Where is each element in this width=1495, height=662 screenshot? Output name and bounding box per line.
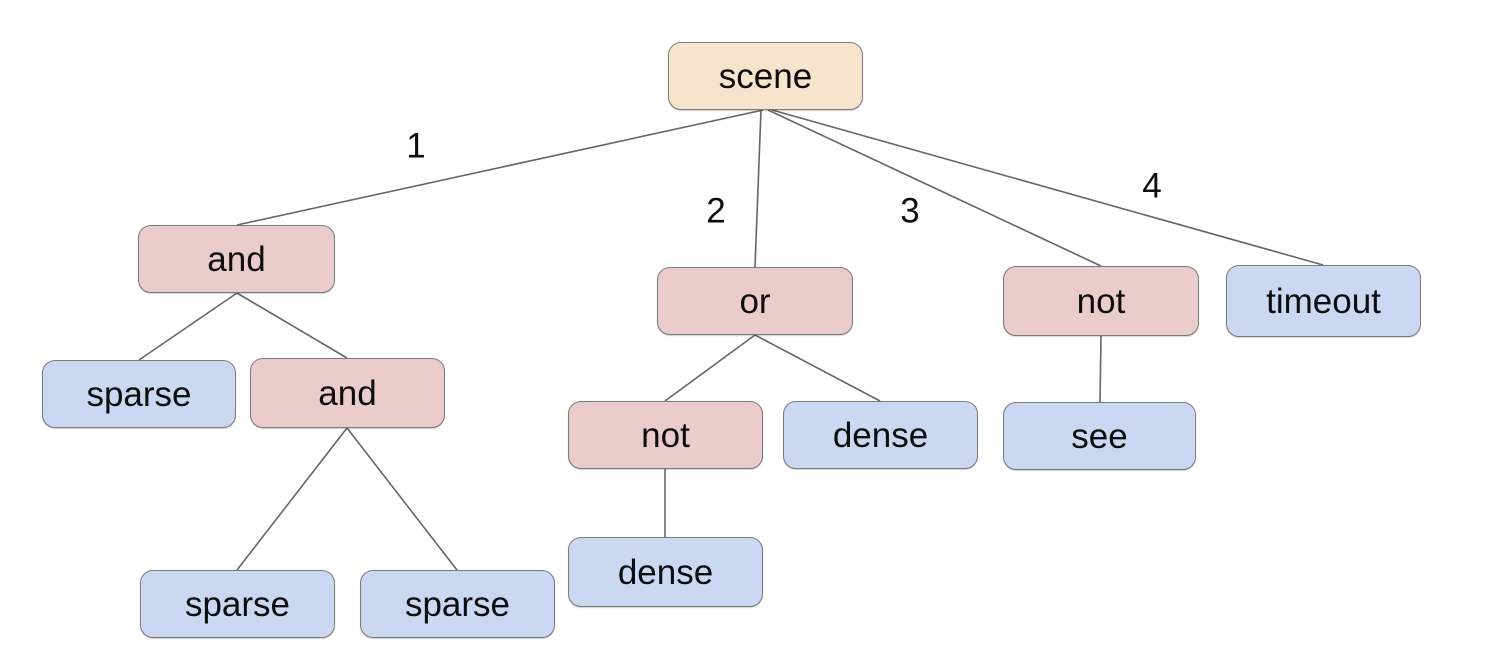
node-dense-2-label: dense bbox=[617, 552, 714, 592]
edge-scene-to-and-1 bbox=[236, 109, 764, 226]
node-timeout-1-label: timeout bbox=[1266, 281, 1381, 321]
node-sparse-1-label: sparse bbox=[86, 374, 192, 414]
node-sparse-3: sparse bbox=[360, 570, 555, 638]
node-scene-label: scene bbox=[718, 56, 813, 96]
edge-or-1-to-dense-1 bbox=[754, 334, 881, 402]
edge-and-2-to-sparse-2 bbox=[236, 427, 348, 571]
node-or-1: or bbox=[657, 267, 853, 335]
node-dense-1: dense bbox=[783, 401, 978, 469]
node-and-2: and bbox=[250, 358, 445, 428]
node-and-1-label: and bbox=[207, 239, 266, 279]
edge-not-1-to-see-1 bbox=[1099, 335, 1102, 403]
node-scene: scene bbox=[668, 42, 863, 110]
edge-label-2: 2 bbox=[706, 191, 726, 231]
node-not-2-label: not bbox=[641, 415, 690, 455]
edge-scene-to-timeout-1 bbox=[771, 109, 1324, 266]
node-sparse-2: sparse bbox=[140, 570, 335, 638]
node-see-1: see bbox=[1003, 402, 1196, 470]
node-not-2: not bbox=[568, 401, 763, 469]
edge-and-1-to-sparse-1 bbox=[138, 292, 238, 361]
node-timeout-1: timeout bbox=[1226, 265, 1421, 337]
node-not-1: not bbox=[1003, 266, 1199, 336]
edge-and-1-to-and-2 bbox=[236, 292, 348, 359]
node-sparse-2-label: sparse bbox=[184, 584, 291, 624]
edge-label-4: 4 bbox=[1142, 166, 1162, 206]
node-or-1-label: or bbox=[739, 281, 771, 321]
node-dense-1-label: dense bbox=[832, 415, 929, 455]
node-and-1: and bbox=[138, 225, 335, 293]
node-sparse-3-label: sparse bbox=[404, 584, 511, 624]
edge-or-1-to-not-2 bbox=[664, 334, 756, 402]
edge-label-1: 1 bbox=[406, 126, 426, 166]
edge-scene-to-or-1 bbox=[754, 109, 762, 268]
node-not-1-label: not bbox=[1076, 281, 1126, 321]
node-see-1-label: see bbox=[1071, 416, 1128, 456]
edge-label-3: 3 bbox=[900, 191, 920, 231]
node-and-2-label: and bbox=[318, 373, 377, 413]
node-dense-2: dense bbox=[568, 537, 763, 607]
node-sparse-1: sparse bbox=[42, 360, 236, 428]
edge-scene-to-not-1 bbox=[767, 109, 1102, 267]
edge-and-2-to-sparse-3 bbox=[346, 427, 458, 571]
